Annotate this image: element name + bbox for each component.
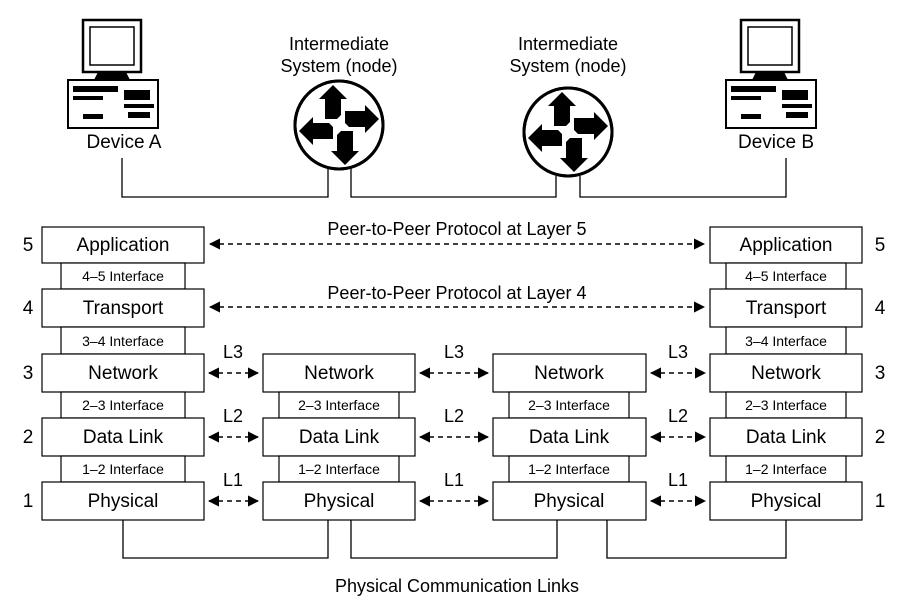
stack-b-physical-box [709, 481, 863, 521]
layer-number-right-4: 4 [875, 298, 886, 319]
node-left-physical-label: Physical [304, 491, 375, 512]
l3-label-node-right-b: L3 [668, 342, 688, 362]
stack-a-4-5-interface-box [60, 262, 186, 290]
stack-a-1-2-interface-box [60, 455, 186, 483]
node-left-network-box [262, 353, 416, 393]
stack-b-2-3-interface-label: 2–3 Interface [745, 397, 827, 413]
stack-b-1-2-interface-label: 1–2 Interface [745, 461, 827, 477]
bottom-link-a-to-node-left [122, 520, 329, 559]
l3-label-a-node-left: L3 [223, 342, 243, 362]
layer-number-right-1: 1 [875, 491, 886, 512]
stack-b-transport-box [709, 288, 863, 328]
stack-a-transport-box [41, 288, 205, 328]
node-left-label-line1: Intermediate [289, 34, 389, 54]
node-right-physical-box [492, 481, 647, 521]
top-link-node-left-to-node-right [350, 168, 557, 198]
node-right-physical-label: Physical [534, 491, 605, 512]
layer-number-left-4: 4 [23, 298, 34, 319]
l3-label-node-left-node-right: L3 [444, 342, 464, 362]
node-left-label-line2: System (node) [280, 56, 397, 76]
stack-a-physical-label: Physical [88, 491, 159, 512]
stack-b-data-link-label: Data Link [746, 427, 827, 448]
stack-a-2-3-interface-box [60, 391, 186, 419]
stack-a-1-2-interface-label: 1–2 Interface [82, 461, 164, 477]
node-left-1-2-interface-label: 1–2 Interface [298, 461, 380, 477]
stack-a-data-link-label: Data Link [83, 427, 164, 448]
node-right-network-box [492, 353, 647, 393]
stack-a-3-4-interface-label: 3–4 Interface [82, 333, 164, 349]
l1-label-node-right-b: L1 [668, 470, 688, 490]
top-link-a-to-node-left [121, 158, 329, 198]
stack-a-2-3-interface-label: 2–3 Interface [82, 397, 164, 413]
l2-label-node-right-b: L2 [668, 406, 688, 426]
device-a-computer-icon [66, 18, 160, 130]
device-b-computer-icon [724, 18, 818, 130]
node-right-data-link-box [492, 417, 647, 457]
stack-b-application-label: Application [740, 235, 833, 256]
stack-b-network-label: Network [751, 363, 821, 384]
stack-a-3-4-interface-box [60, 326, 186, 355]
node-left-network-label: Network [304, 363, 374, 384]
node-left-2-3-interface-box [278, 391, 400, 419]
layer-number-right-2: 2 [875, 427, 886, 448]
node-left-physical-box [262, 481, 416, 521]
node-left-data-link-box [262, 417, 416, 457]
stack-a-network-label: Network [88, 363, 158, 384]
stack-b-data-link-box [709, 417, 863, 457]
stack-b-4-5-interface-label: 4–5 Interface [745, 268, 827, 284]
stack-a-4-5-interface-label: 4–5 Interface [82, 268, 164, 284]
layer-number-left-2: 2 [23, 427, 34, 448]
node-right-1-2-interface-label: 1–2 Interface [528, 461, 610, 477]
device-b-label: Device B [738, 132, 814, 153]
top-link-node-right-to-b [579, 158, 787, 198]
stack-a-transport-label: Transport [83, 298, 164, 319]
l1-label-a-node-left: L1 [223, 470, 243, 490]
node-left-2-3-interface-label: 2–3 Interface [298, 397, 380, 413]
node-right-network-label: Network [534, 363, 604, 384]
node-right-router-icon [522, 86, 614, 178]
stack-a-application-box [41, 226, 205, 264]
bottom-link-node-left-to-node-right [350, 520, 558, 559]
node-right-label-line1: Intermediate [518, 34, 618, 54]
stack-b-transport-label: Transport [746, 298, 827, 319]
physical-communication-links-label: Physical Communication Links [335, 576, 579, 596]
node-right-label-line2: System (node) [509, 56, 626, 76]
l1-label-node-left-node-right: L1 [444, 470, 464, 490]
layer-number-left-3: 3 [23, 363, 34, 384]
node-right-1-2-interface-box [508, 455, 630, 483]
stack-b-4-5-interface-box [725, 262, 847, 290]
peer-label-layer4: Peer-to-Peer Protocol at Layer 4 [327, 283, 586, 303]
layer-number-right-3: 3 [875, 363, 886, 384]
l2-label-a-node-left: L2 [223, 406, 243, 426]
node-right-2-3-interface-label: 2–3 Interface [528, 397, 610, 413]
stack-b-1-2-interface-box [725, 455, 847, 483]
bottom-link-node-right-to-b [606, 520, 787, 559]
node-right-data-link-label: Data Link [529, 427, 610, 448]
stack-device-b: Application 4–5 Interface Transport 3–4 … [709, 226, 863, 521]
stack-device-a: Application 4–5 Interface Transport 3–4 … [41, 226, 205, 521]
stack-a-application-label: Application [77, 235, 170, 256]
node-left-1-2-interface-box [278, 455, 400, 483]
node-left-data-link-label: Data Link [299, 427, 380, 448]
device-a-label: Device A [87, 132, 162, 153]
stack-b-3-4-interface-label: 3–4 Interface [745, 333, 827, 349]
stack-b-network-box [709, 353, 863, 393]
stack-b-physical-label: Physical [751, 491, 822, 512]
layer-number-right-5: 5 [875, 235, 886, 256]
node-left-router-icon [293, 79, 385, 171]
peer-label-layer5: Peer-to-Peer Protocol at Layer 5 [327, 219, 586, 239]
layer-number-left-5: 5 [23, 235, 34, 256]
stack-node-right: Network 2–3 Interface Data Link 1–2 Inte… [492, 353, 647, 521]
layer-number-left-1: 1 [23, 491, 34, 512]
l2-label-node-left-node-right: L2 [444, 406, 464, 426]
stack-b-application-box [709, 226, 863, 264]
stack-node-left: Network 2–3 Interface Data Link 1–2 Inte… [262, 353, 416, 521]
